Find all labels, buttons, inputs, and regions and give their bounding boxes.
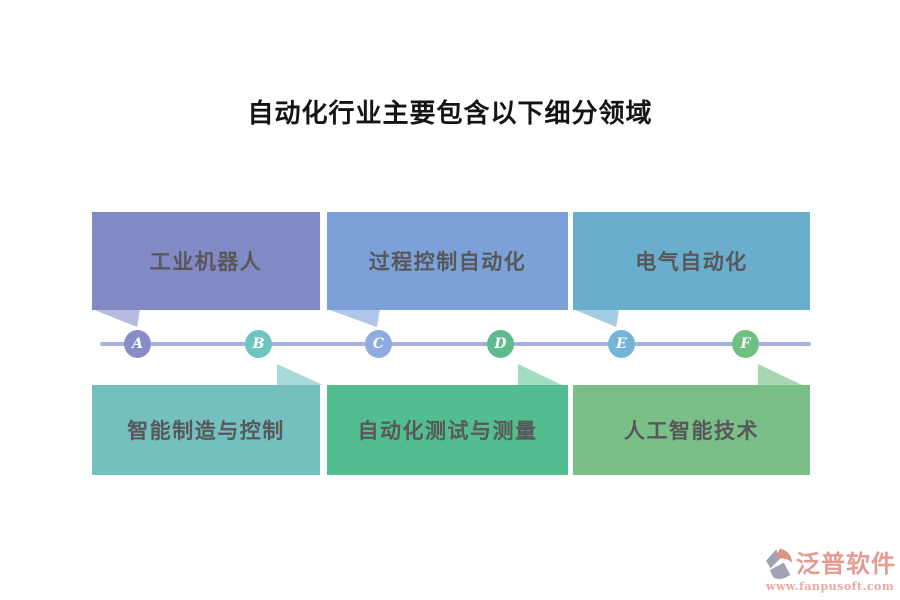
timeline-node-e: E <box>608 330 635 358</box>
fanpu-logo-icon <box>765 548 793 579</box>
timeline-node-d: D <box>487 330 514 358</box>
segment-box-intelligent-manufacturing: 智能制造与控制 <box>92 385 320 475</box>
segment-box-industrial-robots: 工业机器人 <box>92 212 320 310</box>
pointer-triangle-d <box>518 364 562 385</box>
segment-box-ai-technology: 人工智能技术 <box>573 385 810 475</box>
timeline-line <box>100 342 811 346</box>
segment-box-process-control: 过程控制自动化 <box>327 212 568 310</box>
pointer-triangle-f <box>758 364 802 385</box>
segment-label: 过程控制自动化 <box>368 249 527 274</box>
pointer-triangle-a <box>92 309 140 327</box>
watermark-brand: 泛普软件 <box>796 549 896 579</box>
watermark-url: www.fanpusoft.com <box>765 580 894 593</box>
pointer-triangle-e <box>573 309 619 327</box>
pointer-triangle-b <box>277 364 323 385</box>
diagram-title: 自动化行业主要包含以下细分领域 <box>247 99 653 129</box>
segment-label: 人工智能技术 <box>624 418 759 443</box>
segment-label: 智能制造与控制 <box>127 418 285 443</box>
segment-box-electrical-automation: 电气自动化 <box>573 212 810 310</box>
timeline-node-b: B <box>245 330 272 358</box>
timeline-node-f: F <box>732 330 759 358</box>
segment-label: 电气自动化 <box>635 249 748 274</box>
segment-label: 自动化测试与测量 <box>357 418 538 443</box>
segment-box-automated-test-measurement: 自动化测试与测量 <box>327 385 568 475</box>
watermark: 泛普软件 www.fanpusoft.com <box>746 548 896 593</box>
pointer-triangle-c <box>327 309 380 327</box>
timeline-node-c: C <box>365 330 392 358</box>
segment-label: 工业机器人 <box>149 249 263 274</box>
timeline-node-a: A <box>124 330 151 358</box>
